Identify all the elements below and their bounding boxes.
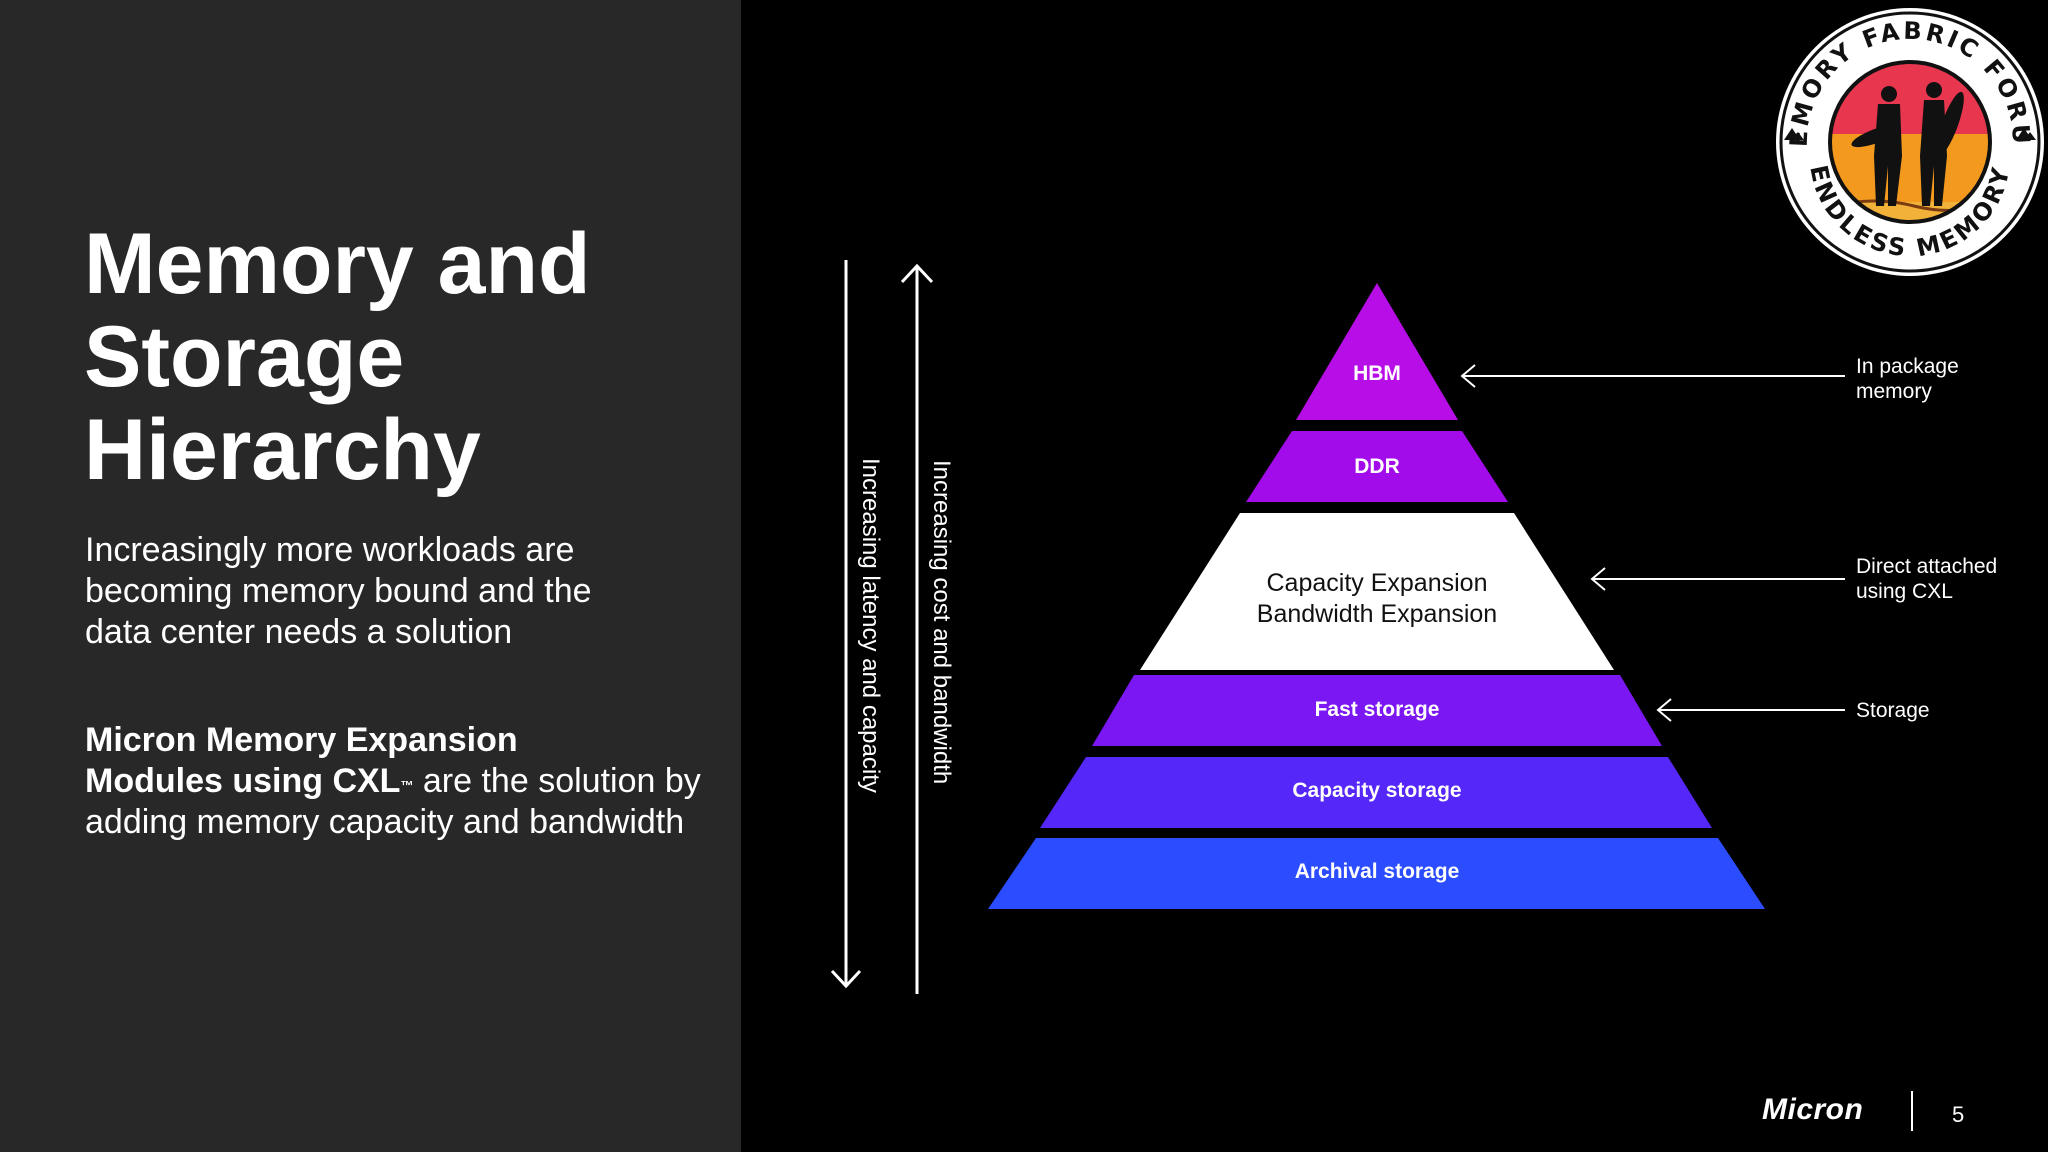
intro-line: data center needs a solution — [85, 613, 513, 651]
badge-inner-border — [1828, 60, 1992, 224]
annotation-line: memory — [1856, 380, 1932, 403]
layer-label-cxl: Capacity Expansion Bandwidth Expansion — [1257, 568, 1497, 630]
slide-title: Memory and Storage Hierarchy — [84, 218, 704, 497]
solution-line: Micron Memory Expansion — [85, 721, 518, 759]
solution-line: Modules using CXL™ are the solution by — [85, 761, 725, 802]
mountain-icon — [2016, 128, 2036, 140]
annotation-in-package: In package memory — [1856, 354, 1959, 404]
annotation-line: In package — [1856, 355, 1959, 378]
in-package-arrow-head — [1460, 364, 1476, 388]
page-number: 5 — [1952, 1102, 1965, 1127]
down-arrow-head — [830, 969, 862, 989]
layer-label-archival-storage: Archival storage — [1294, 860, 1460, 883]
solution-rest-text: are the solution by — [413, 762, 701, 800]
annotation-line: Direct attached — [1856, 555, 1998, 578]
latency-capacity-label: Increasing latency and capacity — [857, 458, 884, 793]
intro-line: Increasingly more workloads are — [85, 531, 575, 569]
solution-line: adding memory capacity and bandwidth — [85, 803, 685, 841]
title-line: Memory and — [84, 216, 591, 312]
annotation-line: using CXL — [1856, 580, 1953, 603]
layer-capacity-storage — [1040, 757, 1712, 828]
layer-ddr — [1246, 431, 1508, 502]
left-panel: Memory and Storage Hierarchy Increasingl… — [0, 0, 741, 1152]
title-line: Hierarchy — [84, 402, 481, 498]
layer-label-hbm: HBM — [1353, 362, 1401, 385]
cxl-label-line: Bandwidth Expansion — [1256, 600, 1498, 628]
intro-text: Increasingly more workloads are becoming… — [85, 530, 705, 653]
layer-hbm — [1296, 283, 1458, 420]
annotation-line: Storage — [1856, 699, 1930, 722]
layer-cxl — [1140, 513, 1614, 670]
title-line: Storage — [84, 309, 405, 405]
intro-line: becoming memory bound and the — [85, 572, 592, 610]
layer-label-fast-storage: Fast storage — [1314, 698, 1440, 721]
solution-text: Micron Memory Expansion Modules using CX… — [85, 720, 725, 843]
badge-outer-border — [1779, 11, 2041, 273]
cxl-bold-text: Modules using CXL — [85, 762, 401, 800]
layer-label-capacity-storage: Capacity storage — [1292, 779, 1462, 802]
layer-archival-storage — [988, 838, 1765, 909]
cost-bandwidth-label: Increasing cost and bandwidth — [928, 460, 955, 785]
layer-label-ddr: DDR — [1354, 455, 1400, 478]
micron-logo: Micron — [1762, 1093, 1864, 1126]
annotation-storage: Storage — [1856, 698, 1930, 723]
footer-divider — [1911, 1091, 1913, 1131]
memory-fabric-forum-badge: MEMORY FABRIC FORUM ENDLESS MEMORY — [1774, 6, 2044, 276]
layer-fast-storage — [1092, 675, 1662, 746]
cxl-arrow-head — [1590, 567, 1606, 591]
cxl-label-line: Capacity Expansion — [1266, 569, 1488, 597]
storage-arrow-head — [1656, 698, 1672, 722]
up-arrow-head — [900, 263, 934, 284]
annotation-cxl: Direct attached using CXL — [1856, 554, 1997, 604]
mountain-icon — [1784, 128, 1804, 140]
trademark-symbol: ™ — [400, 778, 414, 793]
